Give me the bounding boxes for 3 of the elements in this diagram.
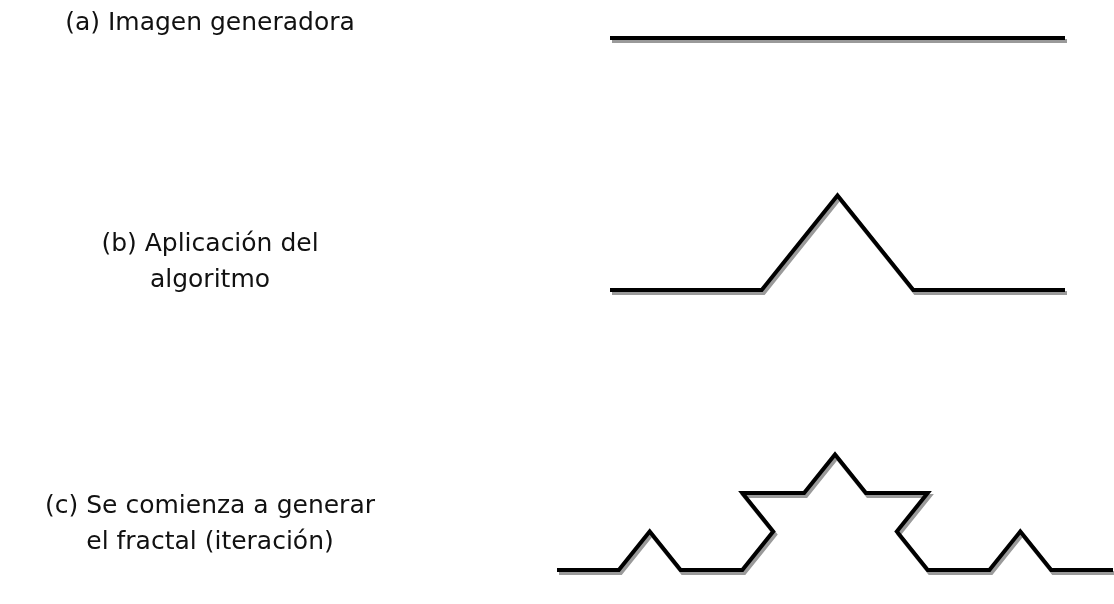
caption-text: (a) Imagen generadora <box>64 6 356 38</box>
caption-text: (b) Aplicación del algoritmo <box>100 227 320 295</box>
caption-text: (c) Se comienza a generar el fractal (iteración) <box>44 489 376 557</box>
